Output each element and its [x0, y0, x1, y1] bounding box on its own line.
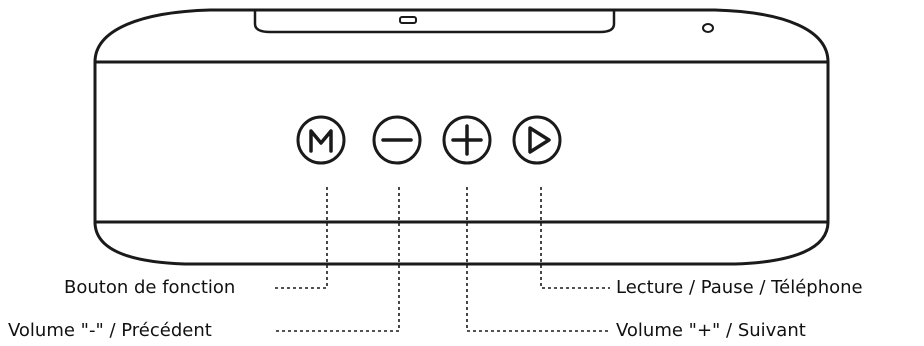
- mode-icon: [309, 129, 333, 153]
- callout-line-vol-minus: [274, 187, 400, 332]
- speaker-top-slot: [253, 10, 616, 34]
- callout-line-play: [540, 187, 610, 289]
- speaker-top-shell: [93, 8, 830, 63]
- volume-minus-button[interactable]: [372, 115, 422, 165]
- label-volume-minus: Volume "-" / Précédent: [8, 320, 212, 341]
- indicator-led: [702, 23, 714, 33]
- play-pause-button[interactable]: [512, 115, 562, 165]
- speaker-top-notch: [399, 16, 417, 24]
- label-play-pause: Lecture / Pause / Téléphone: [616, 277, 863, 298]
- callout-line-vol-plus: [466, 187, 610, 332]
- volume-plus-button[interactable]: [442, 115, 492, 165]
- label-function-button: Bouton de fonction: [64, 277, 236, 298]
- label-volume-plus: Volume "+" / Suivant: [616, 320, 806, 341]
- play-icon: [528, 126, 551, 154]
- speaker-bottom-shell: [93, 221, 830, 266]
- mode-button[interactable]: [296, 115, 346, 165]
- plus-icon: [451, 124, 483, 156]
